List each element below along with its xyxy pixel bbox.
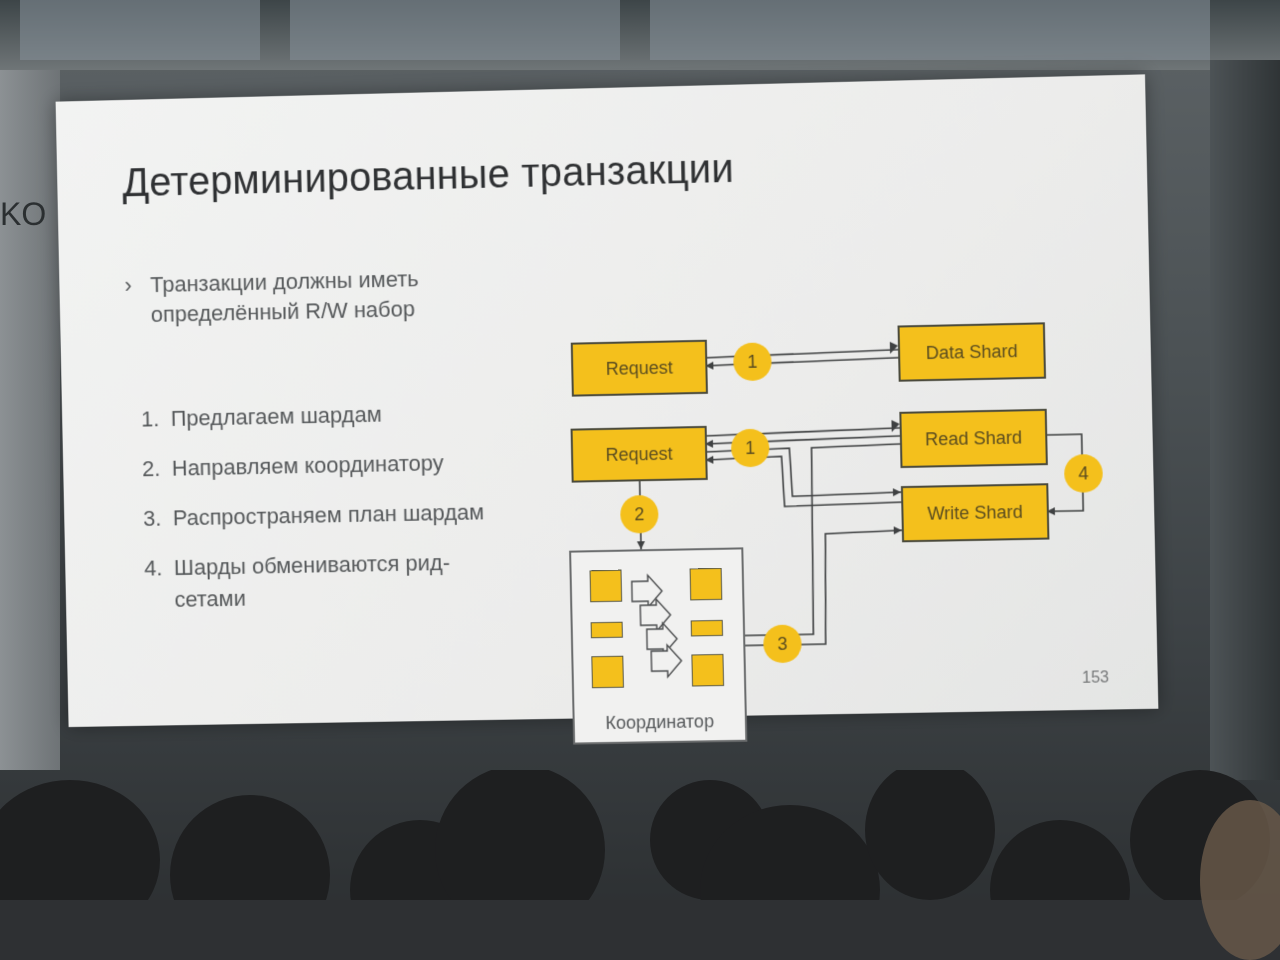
ceiling-window [650, 0, 1210, 60]
coordinator-block: Координатор [569, 547, 748, 745]
left-wall [0, 70, 60, 770]
data-shard-box: Data Shard [897, 322, 1047, 382]
slide-title: Детерминированные транзакции [121, 146, 735, 206]
flow-arrows-icon [630, 573, 682, 679]
coordinator-cell [590, 621, 623, 639]
transaction-diagram: Request Data Shard Request Read Shard Wr… [555, 226, 1128, 745]
chevron-right-icon: › [124, 272, 133, 298]
step-text: Предлагаем шардам [170, 401, 382, 431]
audience-silhouettes [0, 770, 1280, 960]
ceiling-window [290, 0, 620, 60]
coordinator-cell [589, 569, 623, 603]
right-wall [1210, 60, 1280, 780]
bullet-item: › Транзакции должны иметь определённый R… [124, 262, 509, 330]
step-item: 3. Распространяем план шардам [143, 496, 521, 535]
step-item: 2. Направляем координатору [142, 446, 520, 485]
coordinator-cell [689, 567, 723, 601]
bullet-text: Транзакции должны иметь определённый R/W… [149, 266, 419, 327]
coordinator-cell [690, 619, 724, 637]
write-shard-box: Write Shard [900, 483, 1050, 543]
ceiling-window [20, 0, 260, 60]
step-text: Шарды обмениваются рид-сетами [173, 549, 451, 612]
request-box-top: Request [570, 339, 708, 397]
step-item: 1. Предлагаем шардам [141, 396, 519, 436]
presentation-slide: Детерминированные транзакции › Транзакци… [55, 74, 1159, 745]
request-box-middle: Request [570, 425, 708, 483]
read-shard-box: Read Shard [899, 408, 1048, 469]
step-text: Направляем координатору [171, 450, 444, 481]
step-item: 4. Шарды обмениваются рид-сетами [144, 546, 522, 617]
coordinator-cell [591, 655, 624, 689]
coordinator-label: Координатор [605, 711, 715, 734]
steps-list: 1. Предлагаем шардам 2. Направляем коорд… [141, 396, 523, 635]
step-text: Распространяем план шардам [172, 499, 485, 531]
step-number: 4. [143, 555, 163, 581]
step-number: 2. [141, 456, 161, 482]
page-number: 153 [1081, 669, 1110, 687]
hall-ceiling [0, 0, 1280, 70]
step-number: 1. [140, 406, 160, 432]
wall-sign-text: KO [0, 196, 47, 232]
step-number: 3. [142, 505, 162, 531]
coordinator-cell [691, 653, 725, 687]
